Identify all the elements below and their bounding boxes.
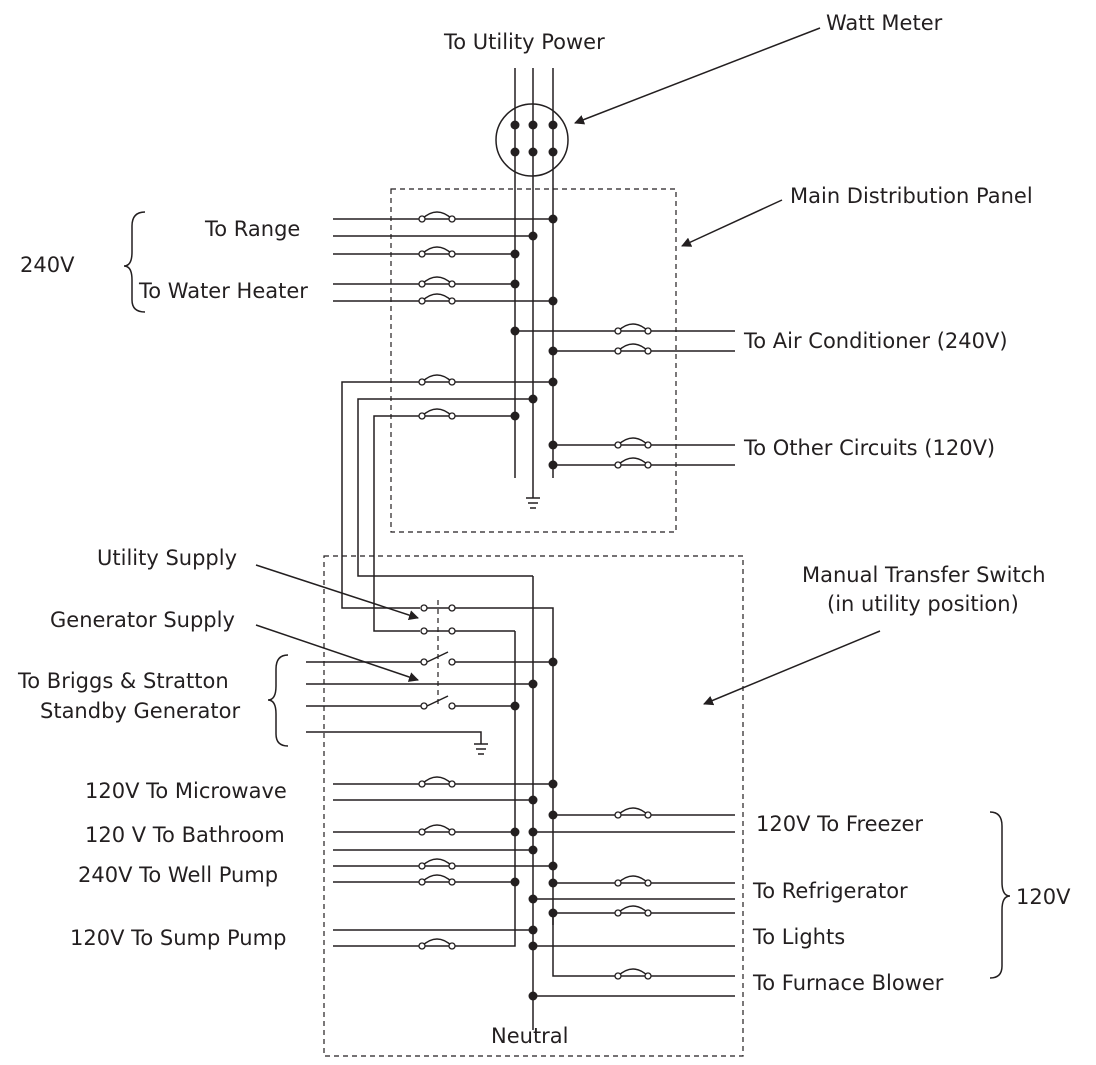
label-lights: To Lights [752, 925, 845, 949]
label-neutral: Neutral [491, 1024, 569, 1048]
arrow-generator-supply [255, 624, 419, 682]
circuit-refrigerator [528, 875, 735, 904]
circuit-lights [528, 905, 735, 951]
label-sump-pump: 120V To Sump Pump [70, 926, 286, 950]
watt-meter-terminals [510, 120, 558, 157]
label-water-heater: To Water Heater [138, 279, 308, 303]
circuit-furnace-blower [528, 913, 735, 1001]
transfer-feed-wires [341, 374, 558, 632]
label-microwave: 120V To Microwave [85, 779, 287, 803]
label-furnace: To Furnace Blower [752, 971, 944, 995]
label-transfer-switch-2: (in utility position) [827, 592, 1019, 616]
label-air-conditioner: To Air Conditioner (240V) [743, 329, 1008, 353]
circuit-range [333, 211, 558, 259]
main-panel-ground-icon [526, 497, 540, 509]
arrow-watt-meter [574, 27, 821, 125]
arrow-transfer-switch [703, 630, 881, 706]
label-generator-supply: Generator Supply [50, 608, 235, 632]
circuit-bathroom [333, 824, 538, 855]
label-120v: 120V [1016, 885, 1071, 909]
main-distribution-panel-box [390, 188, 677, 533]
label-freezer: 120V To Freezer [756, 812, 923, 836]
circuit-sump-pump [333, 925, 538, 950]
label-main-panel: Main Distribution Panel [790, 184, 1033, 208]
label-utility-supply: Utility Supply [97, 546, 237, 570]
label-bathroom: 120 V To Bathroom [85, 823, 285, 847]
utility-supply-contacts [420, 604, 554, 662]
arrow-utility-supply [255, 564, 419, 620]
label-transfer-switch-1: Manual Transfer Switch [802, 563, 1046, 587]
circuit-microwave [333, 776, 558, 805]
circuit-well-pump [333, 858, 558, 887]
transfer-switch-box [323, 555, 744, 1057]
generator-ground-icon [474, 743, 488, 755]
label-well-pump: 240V To Well Pump [78, 863, 278, 887]
label-utility-power: To Utility Power [443, 30, 605, 54]
circuit-air-conditioner [510, 323, 735, 356]
brace-120v [989, 811, 1011, 979]
label-refrigerator: To Refrigerator [752, 879, 908, 903]
label-generator-1: To Briggs & Stratton [17, 669, 229, 693]
circuit-other [548, 437, 735, 470]
watt-meter-circle [495, 103, 569, 177]
generator-supply-contacts [306, 651, 558, 744]
label-generator-2: Standby Generator [40, 699, 241, 723]
label-other-circuits: To Other Circuits (120V) [743, 436, 995, 460]
label-240v: 240V [20, 253, 75, 277]
brace-generator [267, 654, 289, 747]
circuit-freezer [528, 807, 735, 837]
label-watt-meter: Watt Meter [826, 11, 943, 35]
brace-240v [123, 211, 146, 313]
circuit-water-heater [333, 276, 558, 306]
label-range: To Range [204, 217, 300, 241]
arrow-main-panel [681, 199, 783, 247]
